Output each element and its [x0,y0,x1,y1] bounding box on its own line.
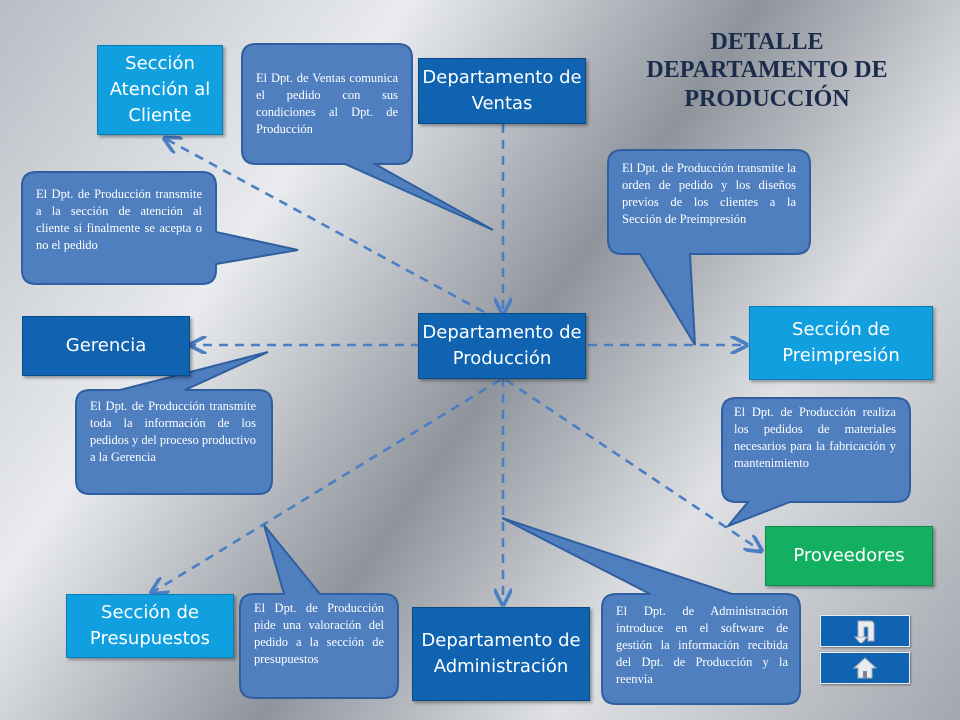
node-dpto-produccion[interactable]: Departamento de Producción [418,313,586,379]
node-dpto-ventas[interactable]: Departamento de Ventas [418,58,586,124]
back-button[interactable] [820,615,910,647]
node-proveedores[interactable]: Proveedores [765,526,933,586]
node-seccion-atencion[interactable]: Sección Atención al Cliente [97,45,223,135]
callout-administracion-text: El Dpt. de Administración introduce en e… [616,604,788,686]
callout-atencion-text: El Dpt. de Producción transmite a la sec… [36,187,202,252]
node-seccion-preimpresion[interactable]: Sección de Preimpresión [749,306,933,380]
node-label: Departamento de Ventas [422,66,582,114]
callout-atencion-shape [21,171,299,285]
node-label: Departamento de Administración [421,629,581,677]
diagram-title: DETALLE DEPARTAMENTO DE PRODUCCIÓN [646,29,888,112]
node-dpto-administracion[interactable]: Departamento de Administración [412,607,590,701]
connector-produccion-atencion [166,139,485,314]
callout-proveedores-shape [721,397,911,529]
callout-preimpresion-shape [607,149,811,346]
callout-gerencia-text: El Dpt. de Producción transmite toda la … [90,399,256,464]
callout-ventas-text: El Dpt. de Ventas comunica el pedido con… [256,71,398,136]
node-label: Sección de Presupuestos [89,601,211,649]
callout-ventas-shape [241,43,494,231]
home-button[interactable] [820,652,910,684]
node-label: Departamento de Producción [422,321,582,369]
callout-gerencia-shape [75,351,273,495]
callout-preimpresion-text: El Dpt. de Producción transmite la orden… [622,161,796,226]
node-label: Sección Atención al Cliente [109,52,211,127]
node-label: Sección de Preimpresión [782,318,900,366]
connector-produccion-proveedores [505,378,760,550]
node-label: Proveedores [793,544,905,566]
callout-presupuestos-text: El Dpt. de Producción pide una valoració… [254,601,384,666]
callout-presupuestos-shape [239,524,399,699]
node-gerencia[interactable]: Gerencia [22,316,190,376]
node-seccion-presupuestos[interactable]: Sección de Presupuestos [66,594,234,658]
callout-proveedores-text: El Dpt. de Producción realiza los pedido… [734,405,896,470]
return-arrow-icon [853,620,875,643]
node-label: Gerencia [65,334,147,356]
connector-produccion-presupuestos [153,378,501,592]
callout-administracion-shape [501,517,801,705]
home-icon [852,657,878,679]
